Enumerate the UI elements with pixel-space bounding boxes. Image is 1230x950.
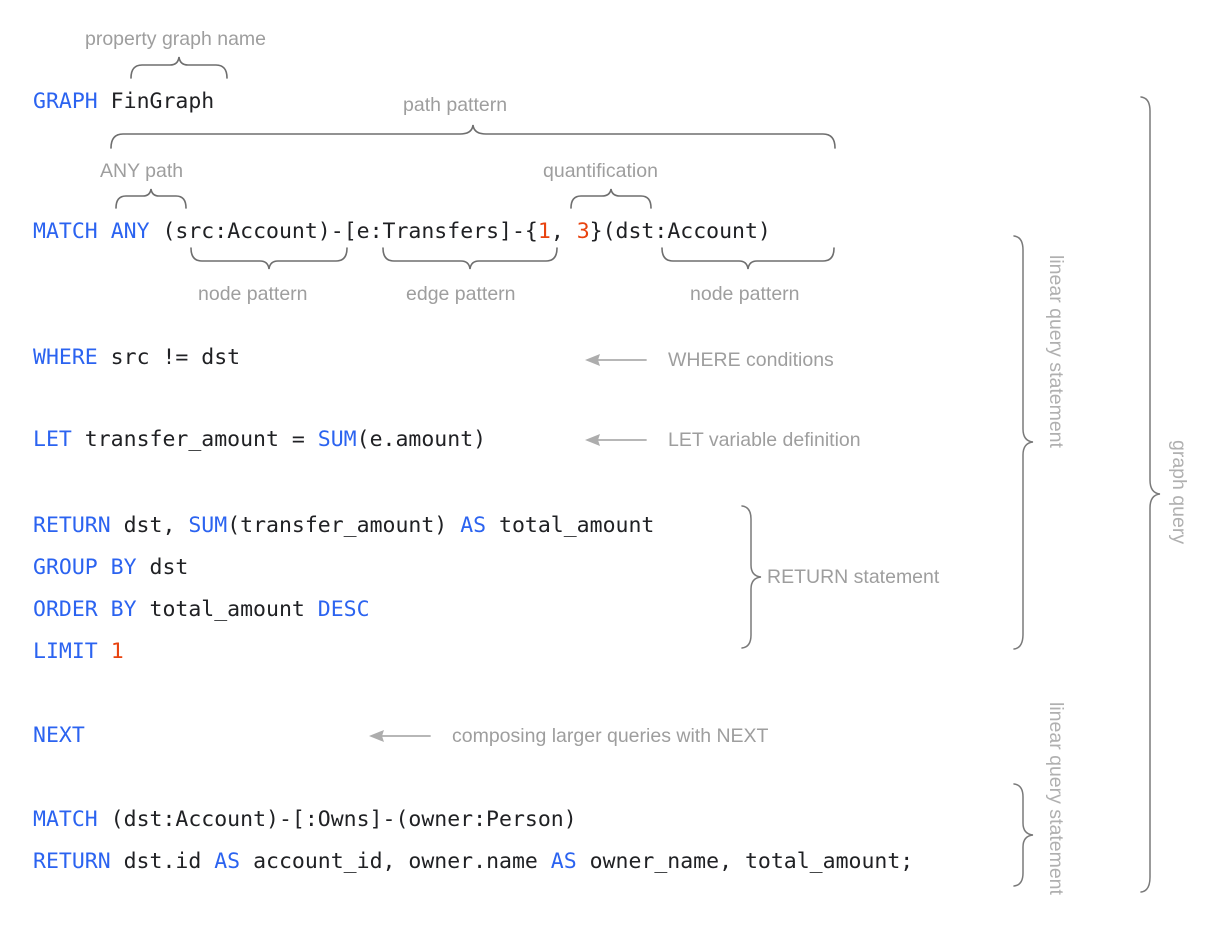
- code-token: NEXT: [33, 723, 85, 748]
- code-token: AS: [460, 513, 487, 538]
- code-token: transfer_amount =: [71, 427, 318, 452]
- annotation-linear-query-statement-2: linear query statement: [1045, 702, 1067, 895]
- annotation-graph-query: graph query: [1168, 440, 1190, 545]
- code-token: src != dst: [97, 345, 241, 370]
- code-token: LET: [33, 427, 72, 452]
- arrow-composing-with-next: [369, 730, 431, 742]
- brace-linear-query-statement-1: [1013, 235, 1034, 650]
- code-token: AS: [550, 849, 577, 874]
- brace-linear-query-statement-2: [1013, 783, 1034, 887]
- annotation-property-graph-name: property graph name: [85, 28, 267, 50]
- code-line-order-by: ORDER BY total_amount DESC: [33, 597, 370, 623]
- annotation-composing-with-next: composing larger queries with NEXT: [452, 725, 769, 747]
- code-line-graph: GRAPH FinGraph: [33, 89, 214, 115]
- code-token: }(dst:Account): [589, 219, 771, 244]
- arrow-let-variable-definition: [585, 434, 647, 446]
- code-line-return-final: RETURN dst.id AS account_id, owner.name …: [33, 849, 913, 875]
- code-token: MATCH: [33, 219, 98, 244]
- code-line-group-by: GROUP BY dst: [33, 555, 188, 581]
- annotation-quantification: quantification: [543, 160, 658, 182]
- code-token: FinGraph: [97, 89, 215, 114]
- code-token: account_id, owner.name: [240, 849, 551, 874]
- brace-node-pattern-left: [190, 247, 348, 270]
- code-token: [98, 639, 111, 664]
- brace-node-pattern-right: [661, 247, 835, 270]
- code-token: 3: [576, 219, 590, 244]
- brace-path-pattern: [110, 124, 836, 149]
- brace-any-path: [115, 188, 187, 209]
- code-token: (src:Account)-[e:Transfers]-{: [149, 219, 538, 244]
- code-line-match-owns: MATCH (dst:Account)-[:Owns]-(owner:Perso…: [33, 807, 577, 833]
- code-line-match-any: MATCH ANY (src:Account)-[e:Transfers]-{1…: [33, 219, 771, 245]
- code-token: 1: [110, 639, 124, 664]
- code-line-limit: LIMIT 1: [33, 639, 124, 665]
- code-token: owner_name, total_amount;: [576, 849, 914, 874]
- code-token: WHERE: [33, 345, 98, 370]
- code-token: (e.amount): [356, 427, 487, 452]
- code-token: ANY: [110, 219, 150, 244]
- code-token: dst: [136, 555, 189, 580]
- annotation-return-statement: RETURN statement: [767, 566, 940, 588]
- code-line-next: NEXT: [33, 723, 85, 749]
- code-token: RETURN: [33, 513, 111, 538]
- annotation-edge-pattern: edge pattern: [406, 283, 516, 305]
- brace-graph-query: [1140, 96, 1161, 893]
- code-token: dst,: [110, 513, 189, 538]
- arrow-where-conditions: [585, 354, 647, 366]
- annotation-where-conditions: WHERE conditions: [668, 349, 834, 371]
- code-token: (transfer_amount): [227, 513, 461, 538]
- brace-edge-pattern: [382, 247, 558, 270]
- code-token: GRAPH: [33, 89, 98, 114]
- code-token: total_amount: [486, 513, 655, 538]
- annotation-any-path: ANY path: [100, 160, 184, 182]
- annotation-path-pattern: path pattern: [403, 94, 508, 116]
- code-token: SUM: [188, 513, 228, 538]
- code-line-let: LET transfer_amount = SUM(e.amount): [33, 427, 486, 453]
- annotation-node-pattern-left: node pattern: [198, 283, 308, 305]
- brace-quantification: [570, 188, 652, 209]
- annotation-linear-query-statement-1: linear query statement: [1045, 255, 1067, 448]
- annotation-node-pattern-right: node pattern: [690, 283, 800, 305]
- annotation-let-variable-definition: LET variable definition: [668, 429, 861, 451]
- code-token: 1: [537, 219, 551, 244]
- code-token: dst.id: [110, 849, 215, 874]
- code-token: RETURN: [33, 849, 111, 874]
- code-line-return: RETURN dst, SUM(transfer_amount) AS tota…: [33, 513, 654, 539]
- code-token: ,: [550, 219, 577, 244]
- code-token: GROUP BY: [33, 555, 137, 580]
- brace-return-statement: [741, 505, 762, 649]
- code-token: [98, 219, 111, 244]
- code-line-where: WHERE src != dst: [33, 345, 240, 371]
- code-token: LIMIT: [33, 639, 98, 664]
- code-token: MATCH: [33, 807, 98, 832]
- code-token: ORDER BY: [33, 597, 137, 622]
- code-token: DESC: [317, 597, 370, 622]
- code-token: total_amount: [136, 597, 318, 622]
- code-token: (dst:Account)-[:Owns]-(owner:Person): [97, 807, 577, 832]
- code-token: AS: [214, 849, 241, 874]
- code-token: SUM: [317, 427, 357, 452]
- brace-property-graph-name: [130, 56, 228, 79]
